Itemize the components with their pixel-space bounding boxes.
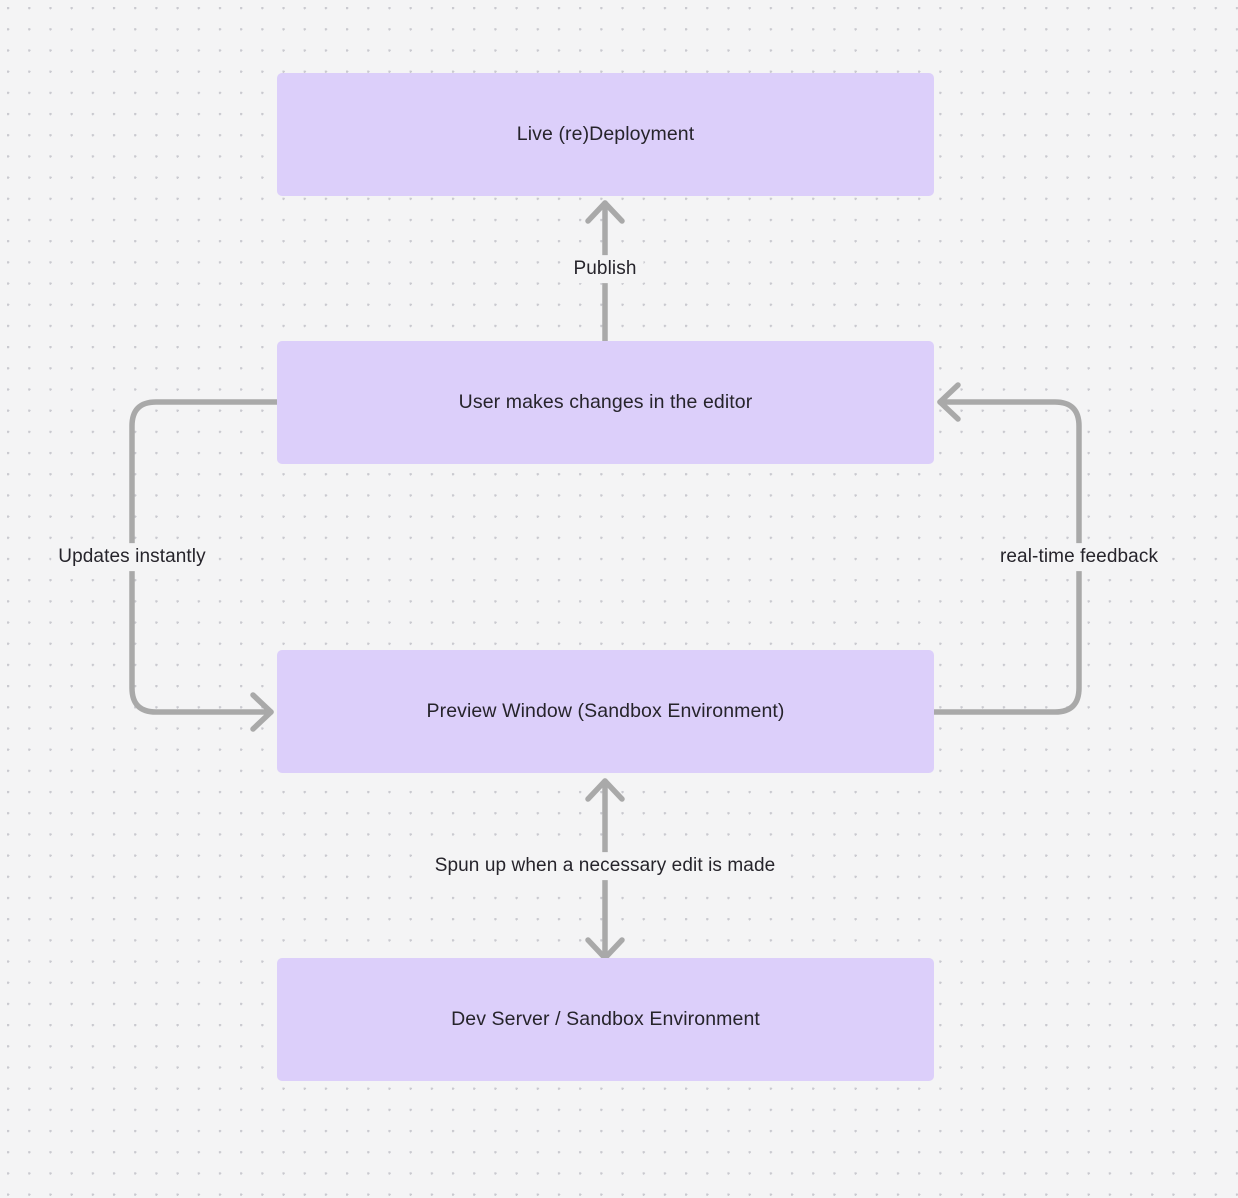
edge-label-spun-up: Spun up when a necessary edit is made xyxy=(427,852,783,880)
node-label-live-deployment: Live (re)Deployment xyxy=(516,122,695,145)
node-live-deployment[interactable]: Live (re)Deployment xyxy=(277,73,934,196)
edge-label-real-time-feedback: real-time feedback xyxy=(992,543,1166,571)
edge-label-updates-instantly: Updates instantly xyxy=(51,543,213,571)
edge-label-publish: Publish xyxy=(566,255,644,283)
node-label-dev-server: Dev Server / Sandbox Environment xyxy=(451,1007,760,1030)
node-label-user-edits: User makes changes in the editor xyxy=(458,390,753,413)
node-dev-server[interactable]: Dev Server / Sandbox Environment xyxy=(277,958,934,1081)
node-preview-window[interactable]: Preview Window (Sandbox Environment) xyxy=(277,650,934,773)
node-user-edits[interactable]: User makes changes in the editor xyxy=(277,341,934,464)
node-label-preview-window: Preview Window (Sandbox Environment) xyxy=(426,699,785,722)
